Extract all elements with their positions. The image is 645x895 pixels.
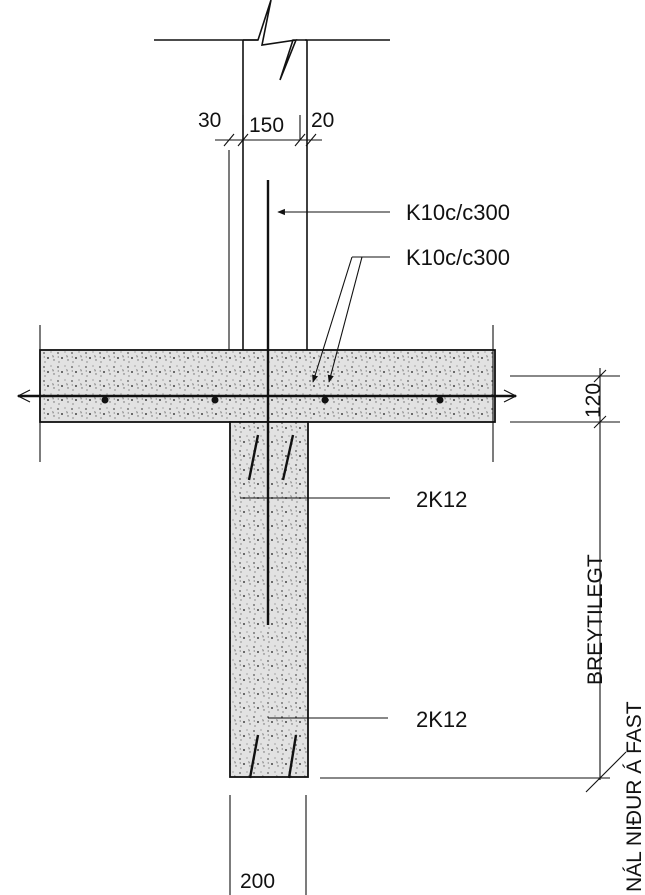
upper-wall (154, 0, 390, 350)
bottom-dimension: 200 (229, 795, 307, 895)
dim-wall-core: 150 (249, 114, 284, 137)
label-side-note: NÁL NIÐUR Á FAST (623, 701, 645, 892)
dim-wall-width: 200 (240, 870, 275, 893)
callout-upper-1: K10c/c300 (406, 200, 510, 225)
callout-lower-2: 2K12 (416, 707, 467, 732)
top-dimension: 30 150 20 (198, 109, 334, 147)
callout-upper-2: K10c/c300 (406, 245, 510, 270)
dim-slab-thickness: 120 (582, 383, 605, 418)
upper-callouts: K10c/c300 K10c/c300 (277, 200, 510, 383)
break-line-icon (243, 0, 307, 81)
label-variable-height: BREYTILEGT (584, 554, 607, 685)
right-dimension: 120 BREYTILEGT NÁL NIÐUR Á FAST (320, 368, 645, 892)
dim-left-cover: 30 (198, 109, 221, 132)
lower-callouts: 2K12 2K12 (240, 487, 467, 732)
dim-right-cover: 20 (311, 109, 334, 132)
lower-wall (229, 180, 309, 779)
callout-lower-1: 2K12 (416, 487, 467, 512)
